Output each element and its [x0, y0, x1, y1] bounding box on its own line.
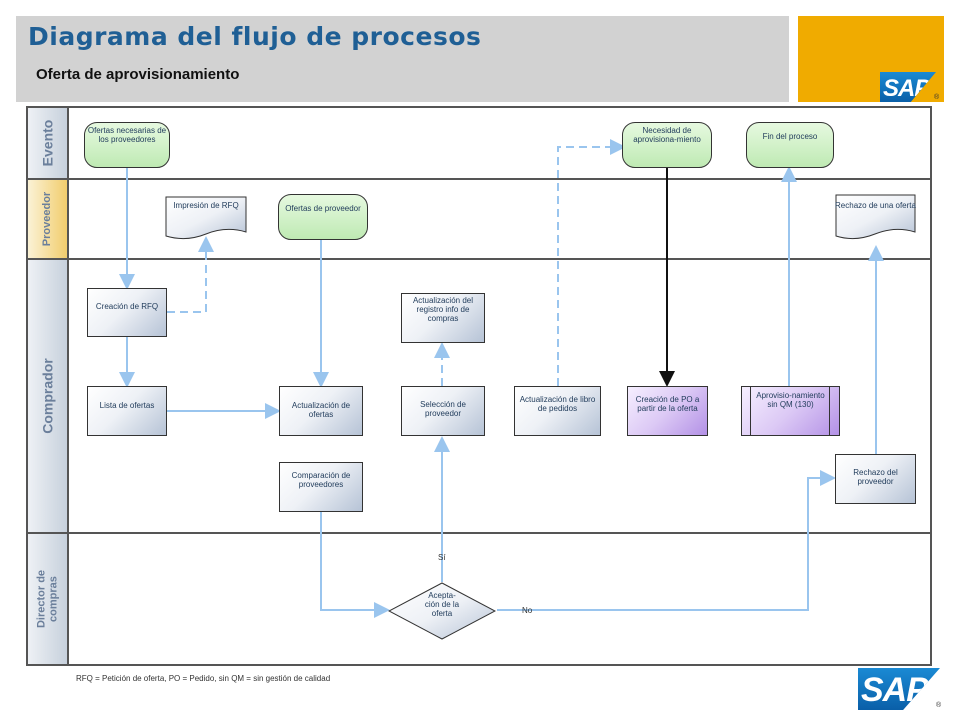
- doc-impresion-rfq-text: Impresión de RFQ: [173, 201, 239, 210]
- step-comparacion-proveedores: Comparación de proveedores: [279, 462, 363, 512]
- step-aprovisionamiento: Aprovisio-namiento sin QM (130): [741, 386, 840, 436]
- sap-logo-bottom: SAP: [858, 668, 940, 710]
- page-subtitle: Oferta de aprovisionamiento: [36, 66, 240, 83]
- doc-rechazo-oferta: Rechazo de una oferta: [835, 194, 916, 240]
- step-actualizacion-ofertas: Actualización de ofertas: [279, 386, 363, 436]
- step-actualizacion-registro: Actualización del registro info de compr…: [401, 293, 485, 343]
- event-ofertas-proveedor: Ofertas de proveedor: [278, 194, 368, 240]
- conn-libro-to-necesidad: [557, 139, 626, 386]
- registered-mark-bottom: ®: [936, 702, 942, 709]
- conn-decision-no-to-rechazo: [497, 470, 836, 611]
- event-fin-proceso: Fin del proceso: [746, 122, 834, 168]
- lane-label-comprador: Comprador: [28, 260, 68, 532]
- doc-impresion-rfq: Impresión de RFQ: [165, 196, 247, 240]
- decision-aceptacion-text: Acepta-ción de la oferta: [424, 591, 460, 618]
- lane-divider-1: [28, 178, 930, 180]
- step-seleccion-proveedor: Selección de proveedor: [401, 386, 485, 436]
- decision-aceptacion-oferta: Acepta-ción de la oferta: [387, 582, 497, 640]
- lane-label-evento: Evento: [28, 108, 68, 178]
- step-creacion-po: Creación de PO a partir de la oferta: [627, 386, 708, 436]
- step-lista-ofertas: Lista de ofertas: [87, 386, 167, 436]
- doc-shape: [165, 196, 247, 240]
- label-yes: Sí: [438, 553, 446, 562]
- lane-divider-3: [28, 532, 930, 534]
- step-creacion-rfq: Creación de RFQ: [87, 288, 167, 337]
- subprocess-bar-right: [829, 386, 830, 436]
- diamond-shape: [387, 582, 497, 640]
- subprocess-bar-left: [750, 386, 751, 436]
- lane-divider-2: [28, 258, 930, 260]
- label-no: No: [522, 606, 533, 615]
- lane-label-proveedor: Proveedor: [28, 180, 68, 258]
- registered-mark-top: ®: [934, 94, 940, 101]
- step-actualizacion-libro: Actualización de libro de pedidos: [514, 386, 601, 436]
- event-ofertas-necesarias: Ofertas necesarias de los proveedores: [84, 122, 170, 168]
- swimlane-frame: [26, 106, 932, 666]
- lane-label-director: Director de compras: [28, 534, 68, 664]
- conn-comparacion-to-decision: [320, 512, 390, 618]
- page-title: Diagrama del flujo de procesos: [28, 22, 482, 51]
- footnote: RFQ = Petición de oferta, PO = Pedido, s…: [76, 674, 331, 683]
- event-necesidad-aprovisionamiento: Necesidad de aprovisiona-miento: [622, 122, 712, 168]
- step-rechazo-proveedor: Rechazo del proveedor: [835, 454, 916, 504]
- lane-label-divider: [67, 108, 69, 664]
- doc-rechazo-oferta-text: Rechazo de una oferta: [835, 201, 916, 210]
- doc-shape: [835, 194, 916, 240]
- conn-rfq-to-impresion: [167, 236, 214, 313]
- header-banner: [16, 16, 789, 102]
